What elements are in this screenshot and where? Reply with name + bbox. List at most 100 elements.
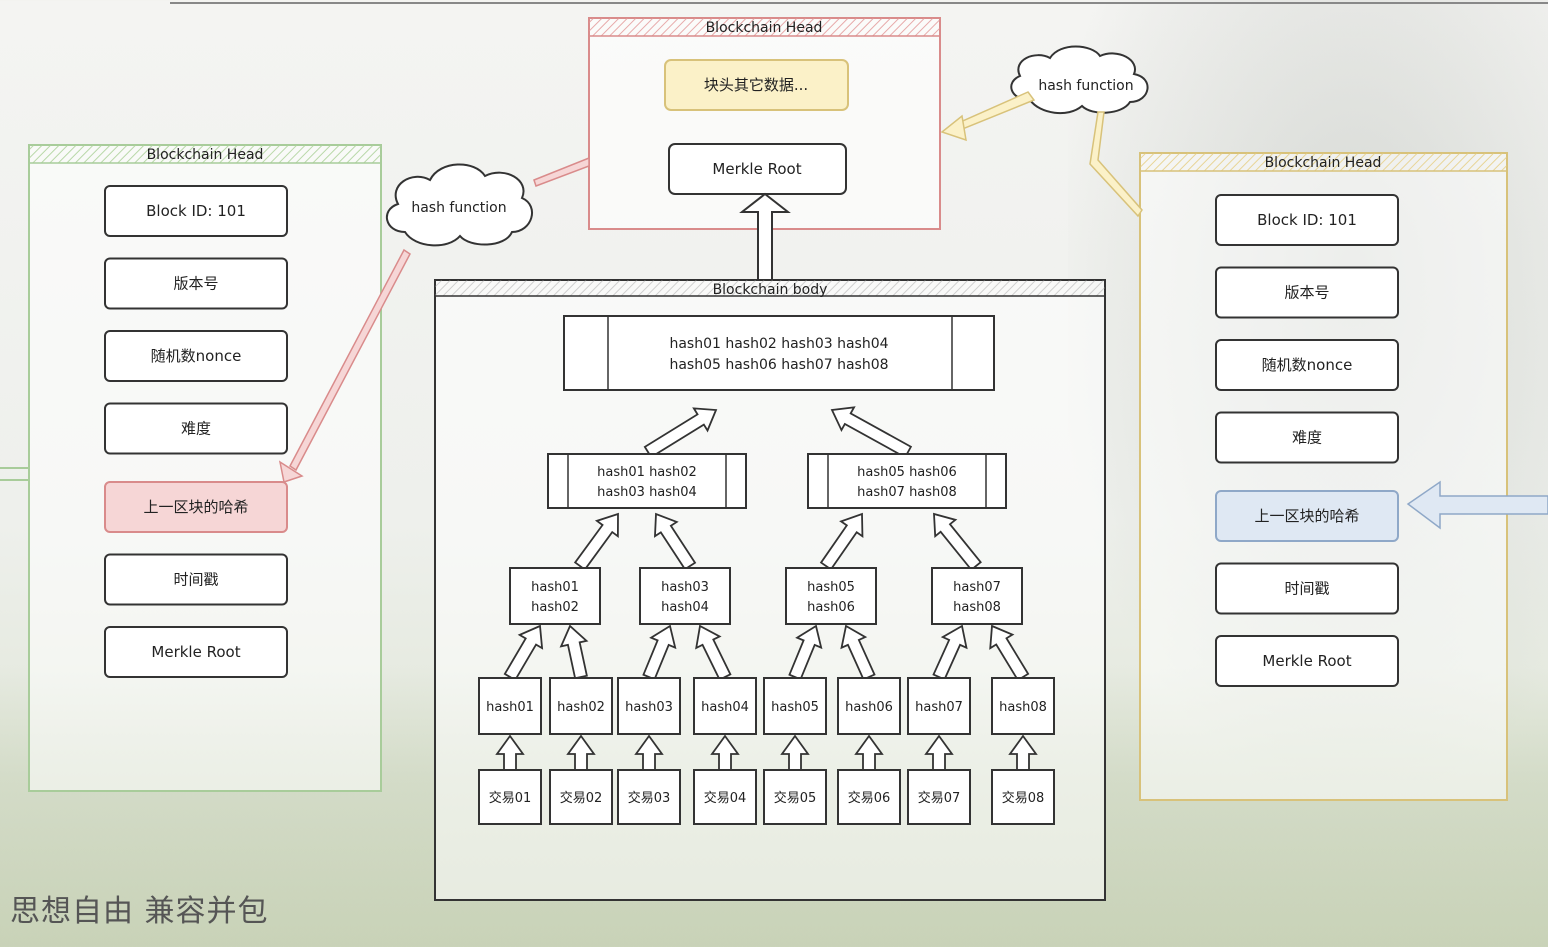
left-head-field-label: Block ID: 101 [146,202,246,220]
center-merkle-root-box [668,143,847,195]
left-head-field-box [104,481,288,533]
level3-node [931,567,1023,625]
tree-arrow [653,512,697,571]
center-merkle-root-label: Merkle Root [712,160,801,178]
left-head-field-label: 难度 [181,420,211,438]
tree-arrow [634,734,664,771]
level3-node [639,567,731,625]
right-head-field-label: 难度 [1292,429,1322,447]
leaf-hash-label: hash07 [915,700,963,715]
leaf-hash-node [693,677,757,735]
tree-arrow [573,512,619,571]
left-head-field-box [104,402,288,455]
level3-node-label: hash05 [807,580,855,595]
tree-arrow [933,512,982,572]
left-head-field-label: 时间戳 [173,571,218,589]
tree-arrow [643,407,718,459]
tree-arrow [1008,734,1038,771]
right-head-title: Blockchain Head [1265,155,1382,171]
left-prev-hash-arrow [278,248,411,483]
footer-slogan: 思想自由 兼容并包 [10,894,269,929]
tree-arrow [924,734,954,771]
leaf-hash-node [478,677,542,735]
tree-arrow [695,624,732,681]
tree-arrow [854,734,884,771]
left-edge-connector [0,467,28,481]
tree-arrow [989,624,1030,682]
center-head-title: Blockchain Head [706,20,823,36]
right-cloud-to-right-head-connector [1089,111,1143,218]
left-head-field-label: Merkle Root [151,643,240,661]
level2-node-label: hash07 hash08 [857,485,957,500]
transaction-label: 交易01 [489,790,532,806]
leaf-hash-label: hash06 [845,700,893,715]
left-head-field-box [104,185,288,237]
right-head-field-box [1215,562,1399,615]
level3-node-label: hash03 [661,580,709,595]
transaction-label: 交易04 [704,790,747,806]
transaction-label: 交易03 [628,790,671,806]
right-head-field-label: 时间戳 [1284,580,1329,598]
leaf-hash-label: hash02 [557,700,605,715]
right-head-field-box [1215,411,1399,464]
transaction-node [907,769,971,825]
leaf-hash-node [907,677,971,735]
transaction-node [763,769,827,825]
other-data-box [664,59,849,111]
tree-arrow [780,734,810,771]
root-line-2: hash05 hash06 hash07 hash08 [669,357,888,373]
tree-arrow [503,624,544,682]
tree-arrow [710,734,740,771]
transaction-node [478,769,542,825]
tree-arrow [830,406,913,459]
level3-node-label: hash01 [531,580,579,595]
right-cloud-to-head-arrow [940,91,1036,142]
left-head-field-box [104,553,288,606]
right-head-field-box [1215,635,1399,687]
level3-node [785,567,877,625]
right-head-field-box [1215,266,1399,319]
right-hash-function-cloud: hash function [1010,45,1149,115]
leaf-hash-label: hash01 [486,700,534,715]
left-head-field-label: 版本号 [173,275,218,293]
leaf-hash-label: hash04 [701,700,749,715]
right-head-field-label: Merkle Root [1262,652,1351,670]
right-blockchain-head: Blockchain Head Block ID: 101版本号随机数nonce… [1139,152,1508,801]
root-line-1: hash01 hash02 hash03 hash04 [669,336,888,352]
transaction-node [693,769,757,825]
leaf-hash-node [549,677,613,735]
level3-node-label: hash02 [531,600,579,615]
transaction-label: 交易02 [560,790,603,806]
leaf-hash-node [991,677,1055,735]
body-to-merkle-root-arrow [739,192,791,281]
other-data-label: 块头其它数据... [704,76,808,94]
level3-node-label: hash07 [953,580,1001,595]
transaction-label: 交易06 [848,790,891,806]
transaction-node [549,769,613,825]
blockchain-body: Blockchain body hash01 hash02 hash03 has… [434,279,1106,901]
leaf-hash-node [837,677,901,735]
level3-node-label: hash08 [953,600,1001,615]
left-head-field-box [104,330,288,382]
level2-node-label: hash05 hash06 [857,465,957,480]
right-head-field-label: 随机数nonce [1262,356,1353,374]
transaction-label: 交易05 [774,790,817,806]
left-head-title: Blockchain Head [147,147,264,163]
right-hash-function-label: hash function [1038,78,1133,94]
leaf-hash-node [617,677,681,735]
level3-node-label: hash04 [661,600,709,615]
right-head-field-box [1215,339,1399,391]
leaf-hash-node [763,677,827,735]
transaction-node [837,769,901,825]
level2-node [807,453,1007,509]
tree-arrow [932,624,968,681]
left-blockchain-head: Blockchain Head Block ID: 101版本号随机数nonce… [28,144,382,792]
tree-arrow [495,734,525,771]
leaf-hash-label: hash05 [771,700,819,715]
transaction-node [617,769,681,825]
left-hash-function-cloud: hash function [386,163,533,247]
transaction-node [991,769,1055,825]
left-hash-function-label: hash function [411,200,506,216]
leaf-hash-label: hash03 [625,700,673,715]
